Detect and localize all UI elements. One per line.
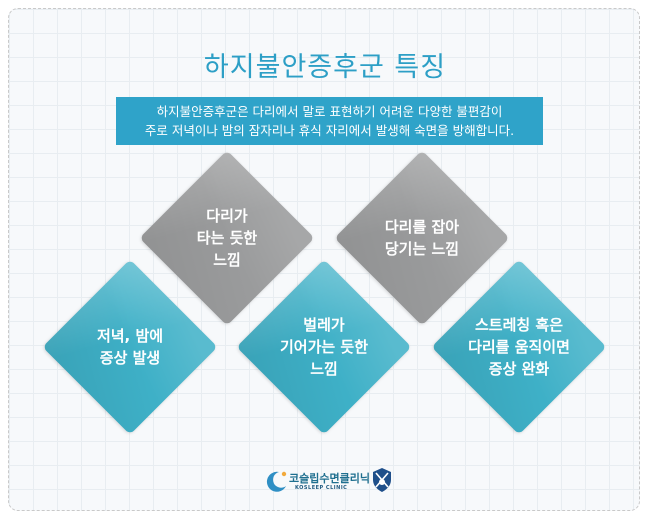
feature-label-pulling: 다리를 잡아 당기는 느낌 [337,216,507,260]
description-line-2: 주로 저녁이나 밤의 잠자리나 휴식 자리에서 발생해 숙면을 방해합니다. [144,123,515,138]
shield-emblem-icon [373,468,391,492]
feature-text: 스트레칭 혹은 [474,316,564,334]
feature-label-relief: 스트레칭 혹은 다리를 움직이면 증상 완화 [434,314,604,380]
crescent-moon-icon [266,471,287,492]
feature-text: 기어가는 듯한 [279,338,369,356]
clinic-logo: 코슬립수면클리닉 KOSLEEP CLINIC [265,467,395,497]
feature-text: 벌레가 [303,316,345,334]
page-title: 하지불안증후군 특징 [203,52,447,83]
feature-text: 저녁, 밤에 [96,327,164,345]
feature-text: 증상 완화 [488,360,550,378]
description-line-1: 하지불안증후군은 다리에서 말로 표현하기 어려운 다양한 불편감이 [156,104,503,119]
feature-label-evening: 저녁, 밤에 증상 발생 [45,325,215,369]
feature-text: 다리를 잡아 [384,218,460,236]
feature-text: 증상 발생 [99,349,161,367]
feature-text: 당기는 느낌 [384,240,460,258]
infographic-frame: 하지불안증후군 특징 하지불안증후군은 다리에서 말로 표현하기 어려운 다양한… [8,8,640,511]
feature-text: 다리를 움직이면 [468,338,570,356]
description-banner: 하지불안증후군은 다리에서 말로 표현하기 어려운 다양한 불편감이 주로 저녁… [116,97,543,145]
feature-label-burning: 다리가 타는 듯한 느낌 [142,205,312,271]
clinic-name-english: KOSLEEP CLINIC [295,485,348,491]
feature-text: 다리가 [206,207,248,225]
feature-label-crawling: 벌레가 기어가는 듯한 느낌 [239,314,409,380]
feature-text: 느낌 [310,360,338,378]
feature-text: 느낌 [213,251,241,269]
clinic-name: 코슬립수면클리닉 [289,472,370,485]
feature-text: 타는 듯한 [196,229,258,247]
